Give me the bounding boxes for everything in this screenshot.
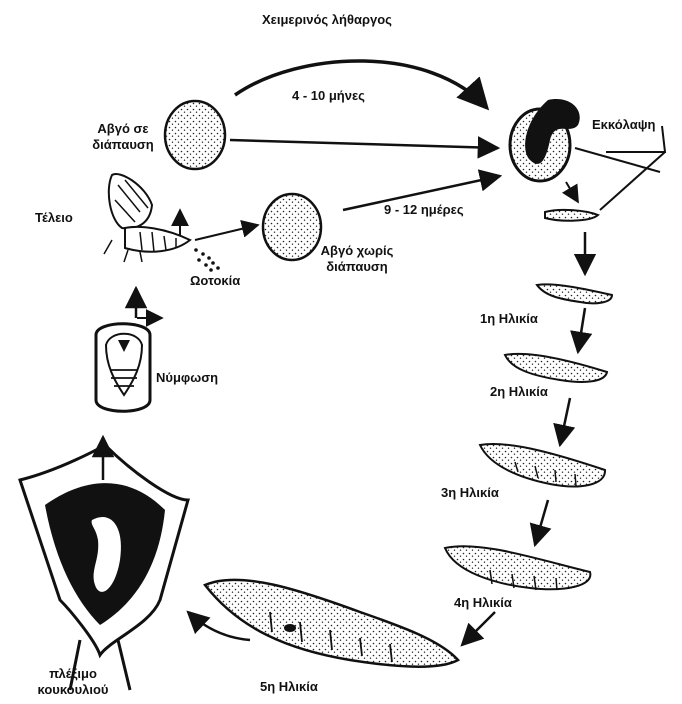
instar-5-label: 5η Ηλικία <box>260 679 318 695</box>
hatchling-larva <box>545 210 598 221</box>
cocoon-label: πλέξιμο κουκουλιού <box>28 666 118 698</box>
egg-diapause-shape <box>165 101 225 169</box>
to-instar-4-arrow <box>535 500 548 545</box>
oviposition-eggs <box>194 248 220 272</box>
diapause-title: Χειμερινός λήθαργος <box>262 12 392 28</box>
no-diapause-duration-label: 9 - 12 ημέρες <box>384 202 464 218</box>
egg-no-diapause-label: Αβγό χωρίς διάπαυση <box>312 243 402 275</box>
pupa-shape <box>96 324 150 412</box>
pupation-label: Νύμφωση <box>156 370 218 386</box>
cocoon-shape <box>20 445 188 690</box>
instar-1-larva <box>537 284 612 303</box>
instar-1-label: 1η Ηλικία <box>480 311 538 327</box>
hatching-bracket <box>575 126 665 210</box>
instar-4-label: 4η Ηλικία <box>454 595 512 611</box>
oviposition-label: Ωοτοκία <box>190 273 240 289</box>
diapause-duration-label: 4 - 10 μήνες <box>292 88 365 104</box>
to-instar-3-arrow <box>560 398 570 445</box>
hatching-label: Εκκόλαψη <box>592 117 655 133</box>
instar-2-label: 2η Ηλικία <box>490 384 548 400</box>
instar-5-larva <box>205 580 458 667</box>
adult-moth-shape <box>104 174 190 262</box>
instar-4-larva <box>445 546 590 590</box>
diapause-straight-arrow <box>230 140 498 148</box>
hatching-to-hatchling-arrow <box>566 182 578 202</box>
to-instar-2-arrow <box>578 308 585 352</box>
hatching-egg-shape <box>510 99 580 181</box>
oviposition-arrow <box>195 225 258 240</box>
instar-3-larva <box>480 444 605 486</box>
to-instar-5-arrow <box>462 612 495 645</box>
egg-diapause-label: Αβγό σε διάπαυση <box>82 121 164 153</box>
instar-2-larva <box>505 354 607 382</box>
instar-3-label: 3η Ηλικία <box>441 485 499 501</box>
adult-label: Τέλειο <box>35 210 73 226</box>
